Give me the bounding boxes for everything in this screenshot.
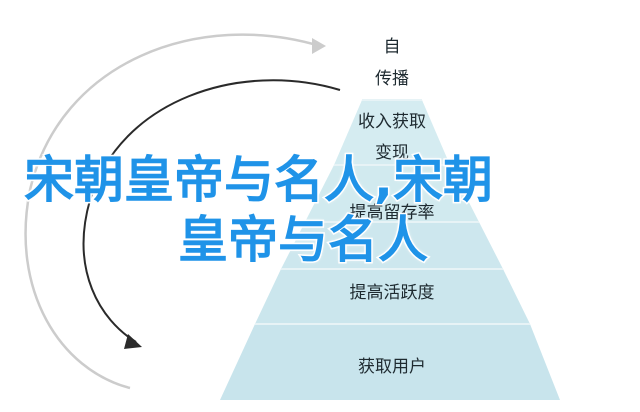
cycle-arrow-inner [82, 79, 341, 343]
pyramid-tier-3 [305, 165, 479, 222]
pyramid-tier-4 [281, 222, 503, 269]
tier-label-monetize: 变现 [375, 143, 409, 163]
pyramid-tier-1 [362, 32, 422, 100]
tier-label-top: 自 [384, 37, 401, 57]
tier-label-activity: 提高活跃度 [350, 283, 435, 303]
overlay-title-line2: 皇帝与名人 [177, 210, 430, 271]
cycle-arrow-inner-head [124, 334, 142, 349]
tier-label-revenue: 收入获取 [358, 112, 426, 132]
tier-label-acquisition: 获取用户 [358, 357, 426, 377]
pyramid-tier-5 [255, 269, 530, 324]
tier-label-spread: 传播 [375, 69, 409, 89]
cycle-arrow-outer [24, 33, 321, 390]
cycle-arrow-outer-head [312, 38, 326, 54]
tier-label-retention: 提高留存率 [350, 203, 435, 223]
overlay-title: 宋朝皇帝与名人,宋朝 皇帝与名人 [0, 150, 640, 271]
overlay-title-line1: 宋朝皇帝与名人,宋朝 [23, 150, 495, 211]
pyramid-tier-2 [334, 100, 450, 165]
pyramid-tier-6 [220, 324, 560, 400]
